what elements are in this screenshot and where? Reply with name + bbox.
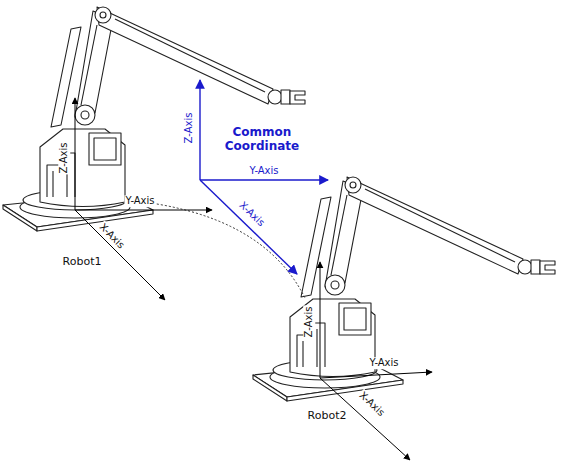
axis-label: Y-Axis — [368, 357, 399, 369]
coordinate-title: Common Coordinate — [213, 126, 311, 154]
axis-label: Y-Axis — [248, 165, 279, 177]
robot-name: Robot1 — [62, 256, 103, 269]
robot-name: Robot2 — [307, 410, 348, 423]
axis-label: Z-Axis — [58, 142, 70, 175]
axis-label: Y-Axis — [124, 195, 155, 207]
axis-label: Z-Axis — [183, 112, 195, 145]
axis-label: Z-Axis — [303, 306, 315, 339]
axis-label: X-Axis — [236, 199, 267, 230]
